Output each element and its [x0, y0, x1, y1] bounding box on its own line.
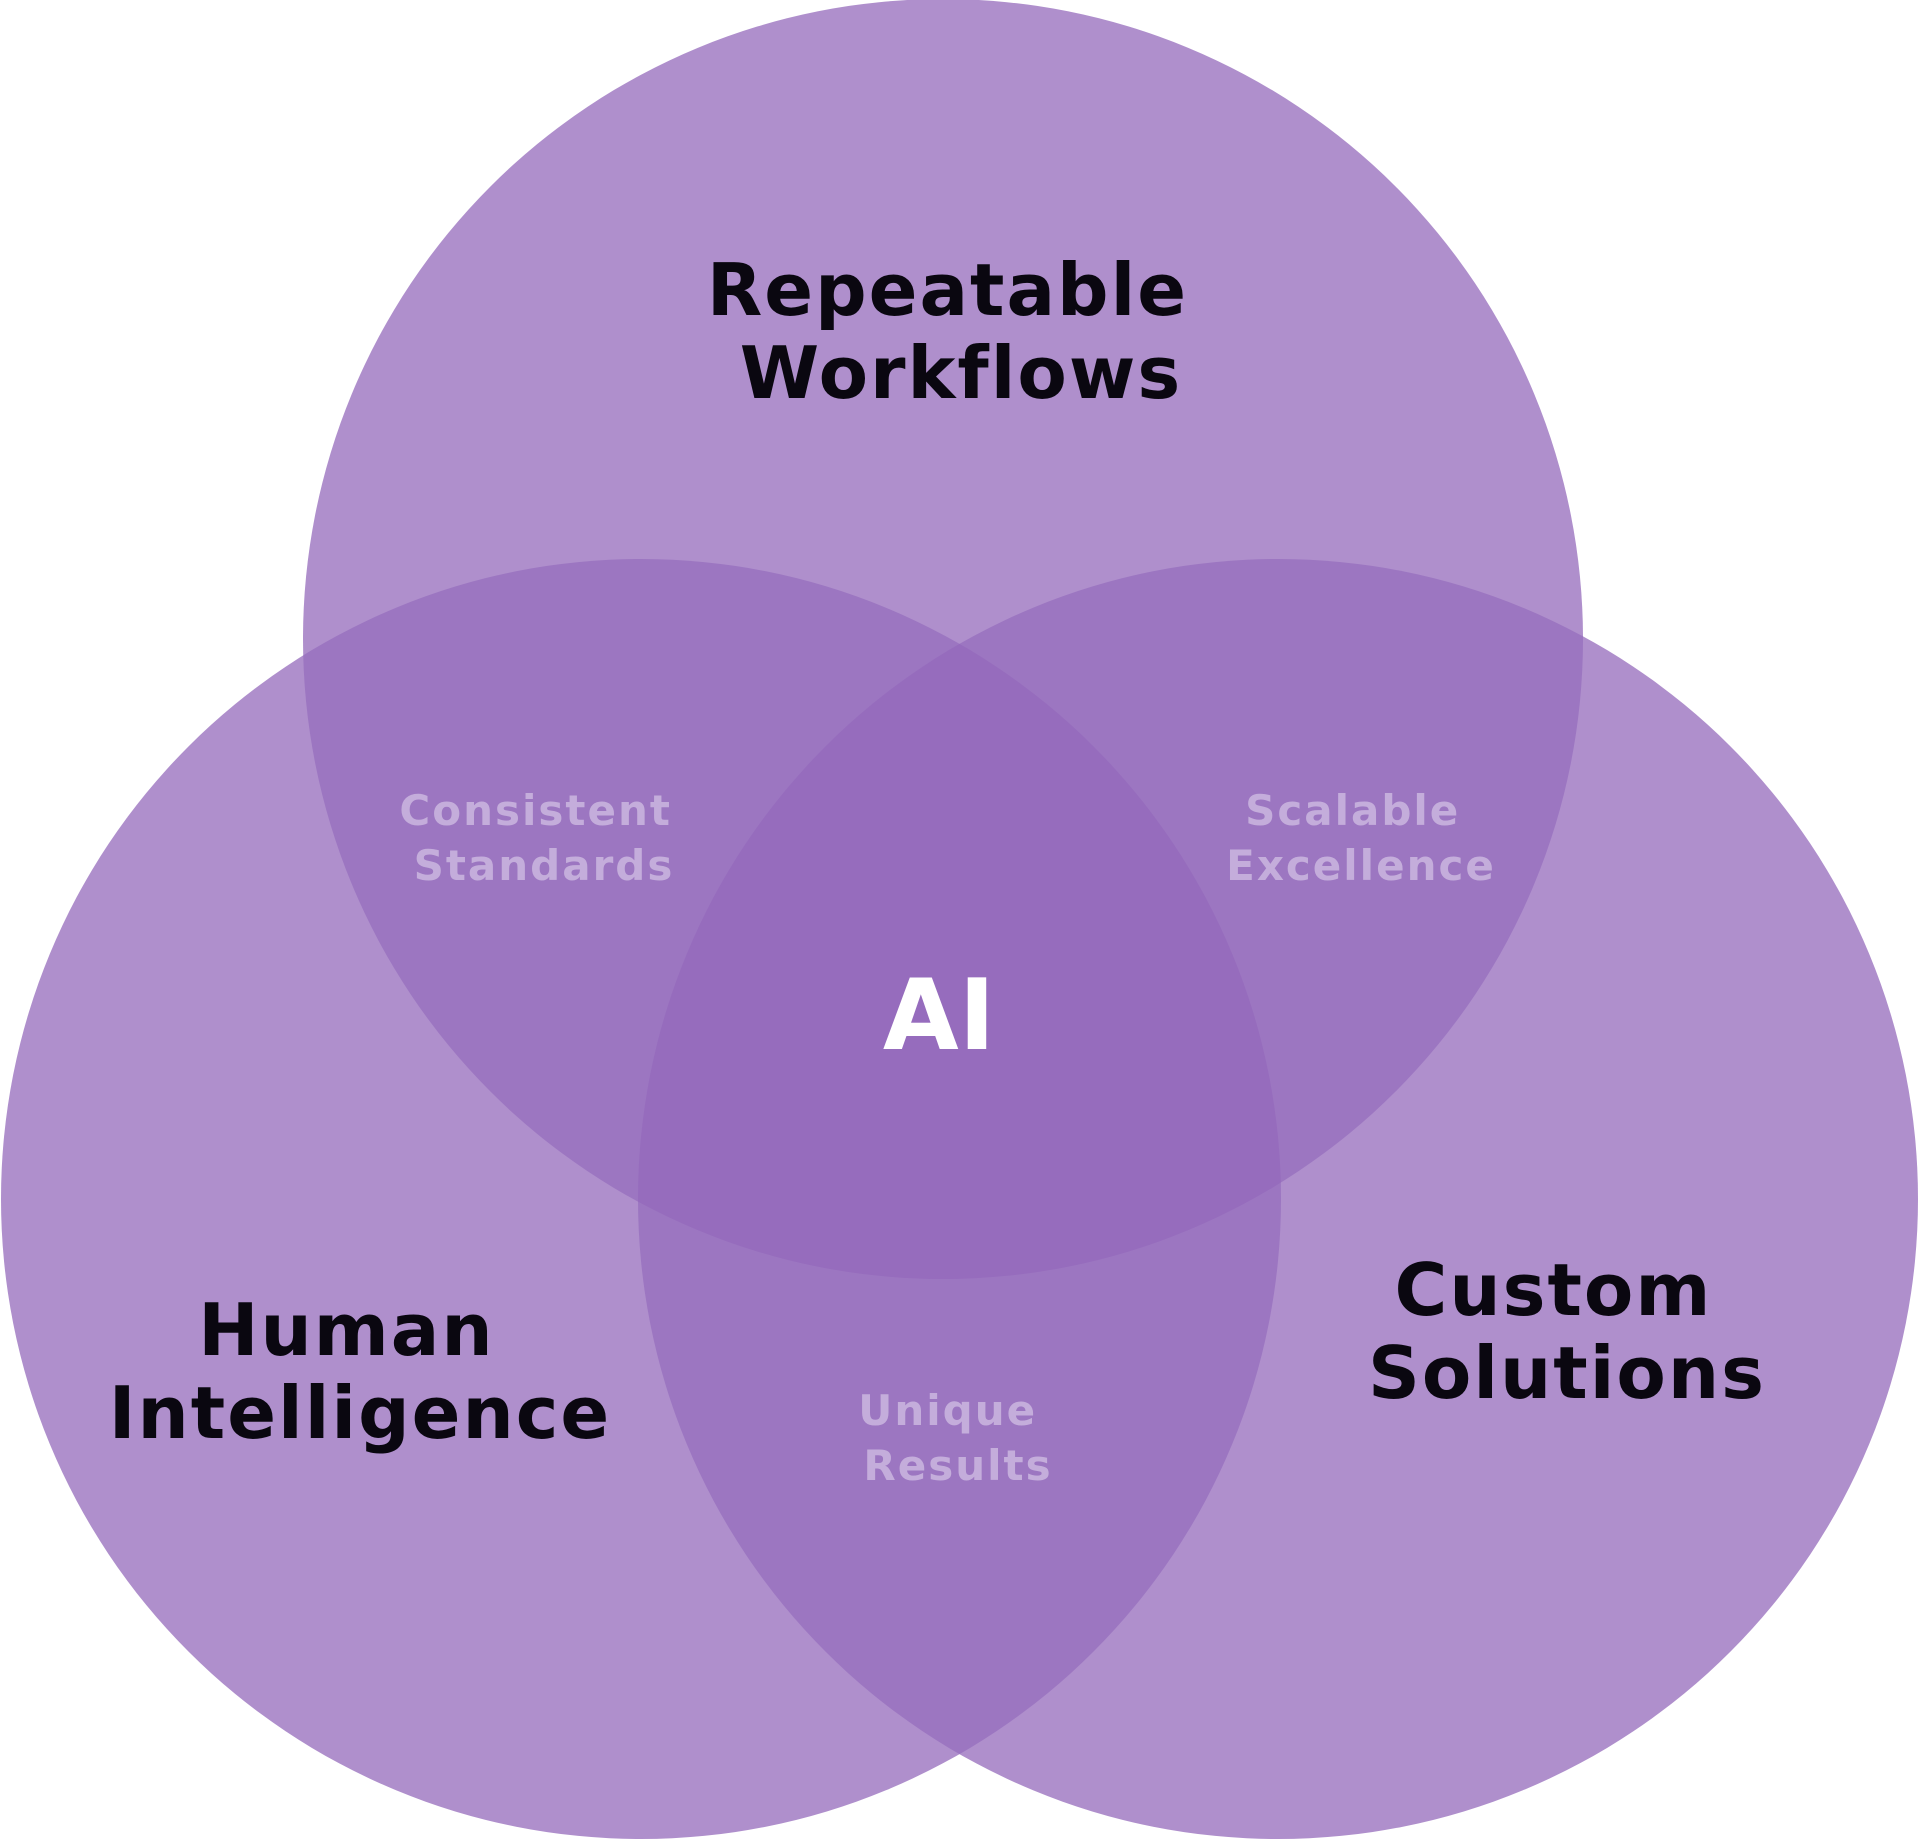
set-label-top: Repeatable Workflows: [707, 248, 1215, 415]
set-label-right-line2: Solutions: [1368, 1331, 1766, 1415]
set-label-left-line2: Intelligence: [109, 1371, 611, 1455]
intersection-label-top-right-line1: Scalable: [1245, 786, 1460, 835]
set-label-left-line1: Human: [198, 1288, 494, 1372]
intersection-label-left-right: Unique Results: [858, 1386, 1053, 1490]
intersection-label-top-left-line1: Consistent: [399, 786, 672, 835]
intersection-label-left-right-line1: Unique: [858, 1386, 1037, 1435]
intersection-label-top-left: Consistent Standards: [399, 786, 688, 890]
intersection-label-top-right-line2: Excellence: [1226, 841, 1496, 890]
set-label-left: Human Intelligence: [109, 1288, 611, 1455]
set-label-top-line2: Workflows: [740, 331, 1183, 415]
set-label-right: Custom Solutions: [1368, 1248, 1766, 1415]
center-label: AI: [883, 959, 995, 1073]
set-label-top-line1: Repeatable: [707, 248, 1188, 332]
set-label-right-line1: Custom: [1395, 1248, 1713, 1332]
intersection-label-top-left-line2: Standards: [414, 841, 675, 890]
intersection-label-left-right-line2: Results: [863, 1441, 1052, 1490]
intersection-label-top-right: Scalable Excellence: [1226, 786, 1496, 890]
